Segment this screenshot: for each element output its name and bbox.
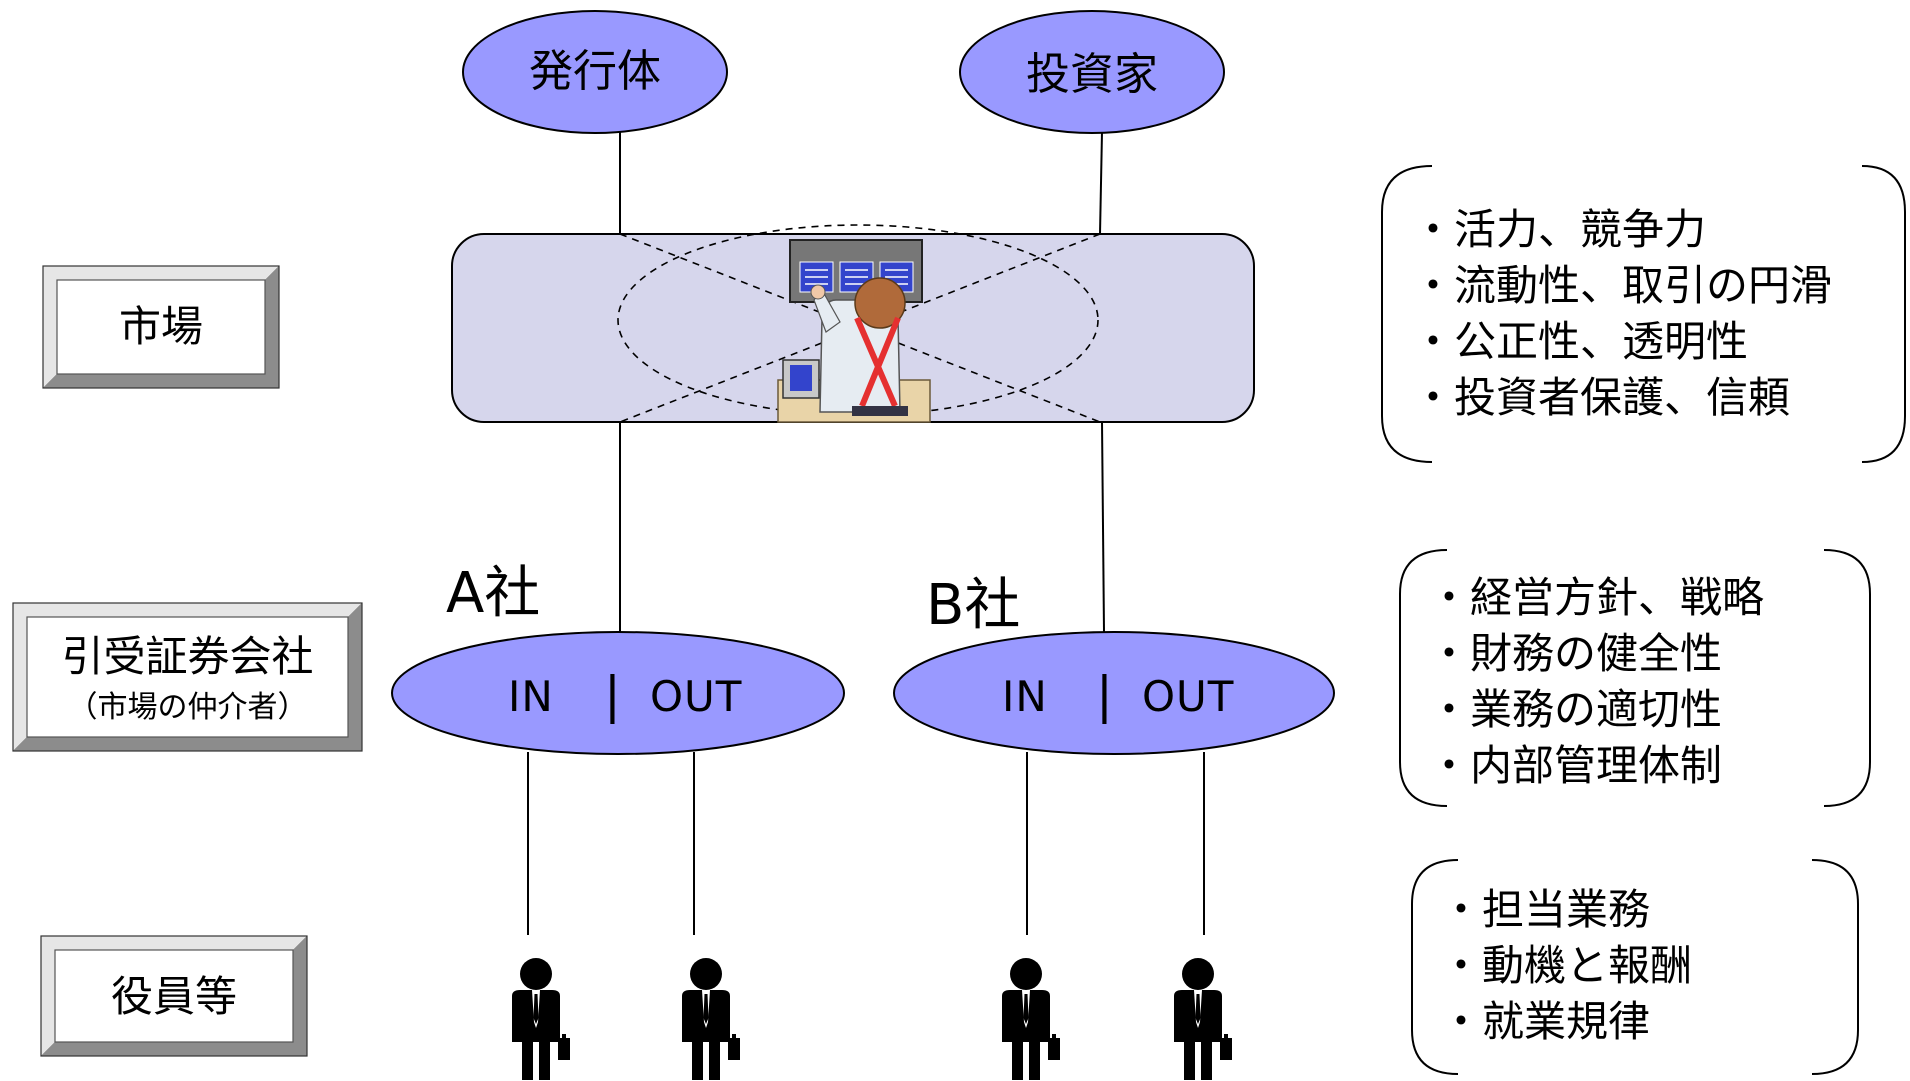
businessman-icon: [682, 958, 740, 1080]
trader-at-terminal-clipart: [777, 239, 931, 423]
market-to-b-line: [1101, 421, 1105, 633]
businessman-icon: [512, 958, 570, 1080]
officers-note-item: ・就業規律: [1440, 997, 1651, 1046]
investor-label: 投資家: [1026, 49, 1158, 100]
officers-note-item: ・動機と報酬: [1440, 941, 1693, 990]
company-b-separator: |: [1096, 666, 1114, 724]
level-box-market: [42, 265, 280, 389]
issuer-label: 発行体: [529, 46, 661, 97]
level-label-officers: 役員等: [110, 972, 237, 1021]
company-b-out-label: OUT: [1142, 672, 1235, 721]
underwriter-note-right-bracket: [1823, 549, 1871, 807]
level-label-underwriter: 引受証券会社: [61, 632, 314, 681]
company-a-oval: [391, 631, 845, 755]
underwriter-note-left-bracket: [1399, 549, 1448, 807]
officers-note-item: ・担当業務: [1440, 885, 1651, 934]
underwriter-note-item: ・内部管理体制: [1428, 741, 1723, 790]
company-a-out-label: OUT: [650, 672, 743, 721]
market-note-right-bracket: [1861, 165, 1906, 463]
company-a-separator: |: [604, 666, 622, 724]
market-notes: ・活力、競争力 ・流動性、取引の円滑 ・公正性、透明性 ・投資者保護、信頼: [1412, 202, 1832, 426]
market-note-item: ・活力、競争力: [1412, 205, 1707, 254]
level-label-market: 市場: [118, 302, 203, 351]
market-note-item: ・公正性、透明性: [1412, 317, 1749, 366]
businessman-icon: [1002, 958, 1060, 1080]
company-b-oval: [893, 631, 1335, 755]
underwriter-note-item: ・経営方針、戦略: [1428, 573, 1765, 622]
company-b-in-label: IN: [1002, 672, 1048, 721]
issuer-oval: [462, 10, 728, 134]
underwriter-notes: ・経営方針、戦略 ・財務の健全性 ・業務の適切性 ・内部管理体制: [1428, 570, 1764, 794]
level-box-officers: [40, 935, 308, 1057]
businessman-icon: [1174, 958, 1232, 1080]
company-a-name: A社: [446, 561, 541, 626]
underwriter-note-item: ・業務の適切性: [1428, 685, 1723, 734]
market-note-left-bracket: [1381, 165, 1433, 463]
underwriter-note-item: ・財務の健全性: [1428, 629, 1723, 678]
connector-lines: [527, 131, 1205, 935]
company-b-name: B社: [926, 573, 1021, 638]
note-brackets: [1381, 165, 1906, 1075]
investor-to-market-line: [1099, 131, 1103, 235]
market-note-item: ・流動性、取引の円滑: [1412, 261, 1833, 310]
officers-note-right-bracket: [1811, 859, 1859, 1075]
company-a-in-label: IN: [508, 672, 554, 721]
market-note-item: ・投資者保護、信頼: [1412, 373, 1791, 422]
level-sublabel-underwriter: （市場の仲介者）: [67, 690, 308, 725]
officers-notes: ・担当業務 ・動機と報酬 ・就業規律: [1440, 882, 1692, 1050]
investor-oval: [959, 10, 1225, 134]
officers-note-left-bracket: [1411, 859, 1459, 1075]
level-box-underwriter: [12, 602, 363, 752]
